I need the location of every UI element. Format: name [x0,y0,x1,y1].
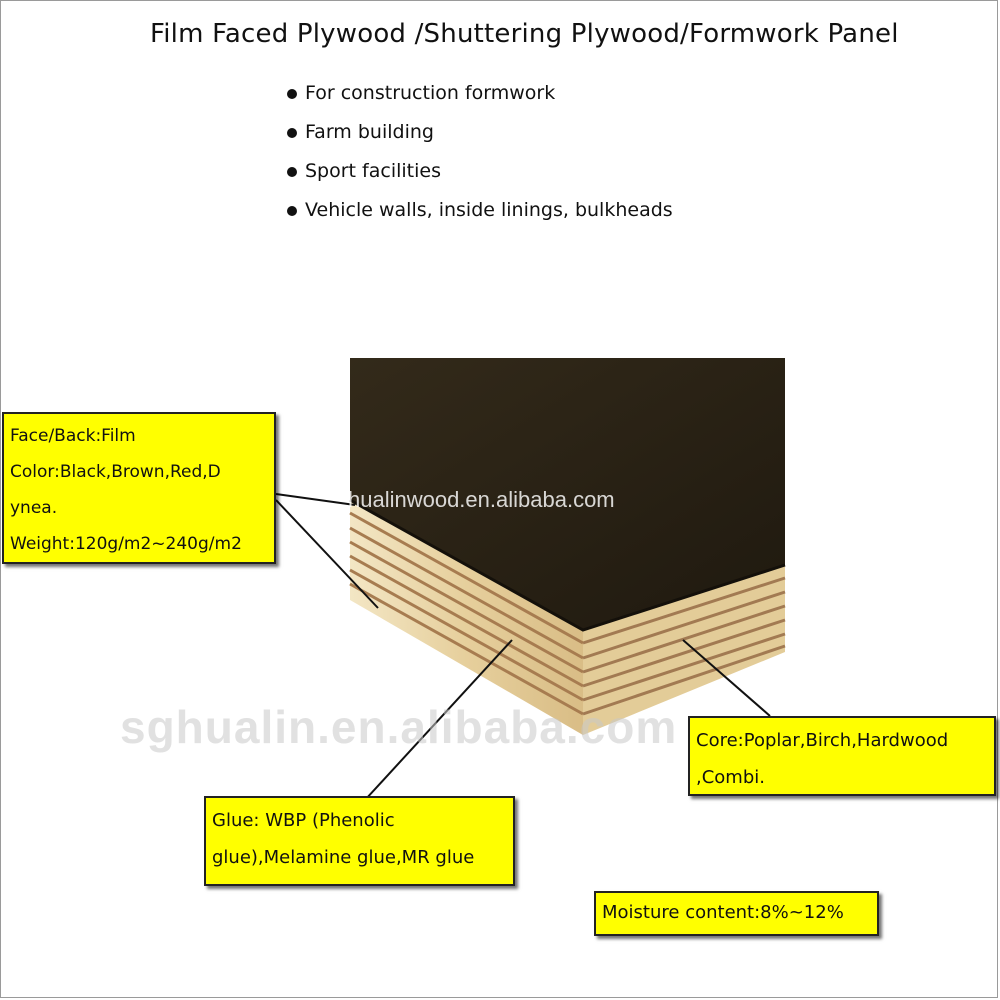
feature-item: Farm building [285,113,673,152]
right-veneer-lines [582,576,786,716]
callout-line: Glue: WBP (Phenolic [212,810,395,831]
callout-line: Moisture content:8%~12% [602,902,844,923]
callout-line: Weight:120g/m2~240g/m2 [10,534,242,554]
bullet-icon [287,128,297,138]
callout-line: Core:Poplar,Birch,Hardwood [696,730,949,751]
film-edge [349,498,786,632]
core-callout: Core:Poplar,Birch,Hardwood ,Combi. [688,716,996,796]
left-edge [350,500,583,735]
left-veneer-lines [349,511,584,716]
callout-line: ,Combi. [696,767,765,788]
bullet-icon [287,206,297,216]
feature-item: For construction formwork [285,74,673,113]
moisture-callout: Moisture content:8%~12% [594,891,879,936]
feature-item: Vehicle walls, inside linings, bulkheads [285,191,673,230]
glue-callout: Glue: WBP (Phenolic glue),Melamine glue,… [204,796,515,886]
callout-line: Face/Back:Film [10,426,136,446]
leader-lines [275,493,771,801]
film-face [350,358,785,630]
callout-line: glue),Melamine glue,MR glue [212,847,475,868]
feature-item: Sport facilities [285,152,673,191]
callout-line: ynea. [10,498,58,518]
bullet-icon [287,167,297,177]
page-title: Film Faced Plywood /Shuttering Plywood/F… [150,19,899,49]
callout-line: Color:Black,Brown,Red,D [10,462,221,482]
feature-list: For construction formwork Farm building … [285,74,673,230]
bullet-icon [287,89,297,99]
face-back-callout: Face/Back:Film Color:Black,Brown,Red,D y… [2,412,276,564]
